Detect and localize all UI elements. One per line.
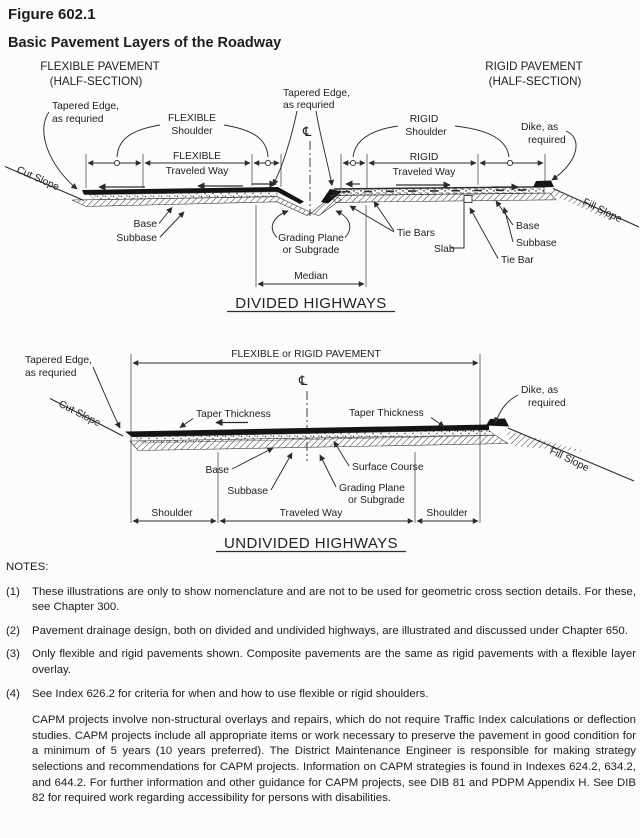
rigid-traveled-way-label-2: Traveled Way	[393, 167, 457, 178]
rigid-shoulder-label: RIGID	[410, 114, 439, 125]
dike-label: Dike, as	[521, 122, 558, 133]
notes-heading: NOTES:	[6, 561, 49, 573]
subbase-right-label: Subbase	[516, 238, 557, 249]
slab-label: Slab	[434, 244, 455, 255]
dike-label: Dike, as	[521, 385, 558, 396]
note-item-2: (2) Pavement drainage design, both on di…	[6, 624, 636, 640]
note-text: Only flexible and rigid pavements shown.…	[32, 648, 636, 676]
pavement-span-label: FLEXIBLE or RIGID PAVEMENT	[231, 349, 381, 360]
note-item-4: (4) See Index 626.2 for criteria for whe…	[6, 687, 636, 703]
dike-label-2: required	[528, 135, 566, 146]
surface-course-label: Surface Course	[352, 462, 424, 473]
tie-bar-label: Tie Bar	[501, 255, 534, 266]
grading-plane-label: Grading Plane	[339, 483, 405, 494]
note-number: (3)	[6, 648, 20, 661]
base-right-label: Base	[516, 221, 540, 232]
note-text: These illustrations are only to show nom…	[32, 585, 636, 614]
centerline-symbol: ℄	[302, 124, 312, 139]
rigid-traveled-way-label: RIGID	[410, 152, 439, 163]
flexible-pavement-header: FLEXIBLE PAVEMENT	[40, 60, 159, 73]
extension-lines	[85, 154, 546, 287]
taper-thickness-left-label: Taper Thickness	[196, 409, 271, 420]
shoulder-reference-circles	[113, 159, 514, 167]
centerline-symbol: ℄	[298, 373, 308, 388]
slope-direction-arrows	[98, 180, 519, 191]
flexible-pavement-subheader: (HALF-SECTION)	[50, 75, 143, 88]
tapered-edge-left-label: Tapered Edge,	[52, 101, 119, 112]
note-text: Pavement drainage design, both on divide…	[32, 624, 628, 637]
grading-plane-label-2: or Subgrade	[348, 495, 405, 506]
fill-slope-label: Fill Slope	[581, 197, 624, 226]
leader-lines	[43, 110, 577, 259]
tapered-edge-center-label-2: as requried	[283, 100, 335, 111]
note-number: (1)	[6, 585, 20, 598]
tapered-edge-center-label: Tapered Edge,	[283, 88, 350, 99]
taper-thickness-right-label: Taper Thickness	[349, 408, 424, 419]
note-item-3: (3) Only flexible and rigid pavements sh…	[6, 647, 636, 678]
grading-plane-label-2: or Subgrade	[283, 245, 340, 256]
tapered-edge-label-2: as requried	[25, 368, 77, 379]
tie-bar-square	[463, 195, 473, 203]
undivided-highways-title: UNDIVIDED HIGHWAYS	[224, 535, 398, 552]
rigid-pavement-section	[321, 180, 640, 228]
subbase-layer	[129, 434, 509, 451]
leader-lines	[92, 366, 519, 491]
rigid-pavement-header: RIGID PAVEMENT	[485, 60, 582, 73]
cut-slope-line	[49, 398, 124, 437]
subbase-left-label: Subbase	[116, 233, 157, 244]
notes-section: NOTES: (1) These illustrations are only …	[6, 560, 636, 807]
divided-highways-title: DIVIDED HIGHWAYS	[235, 295, 386, 312]
subbase-label: Subbase	[227, 486, 268, 497]
undivided-highways-diagram: FLEXIBLE or RIGID PAVEMENT ℄	[25, 349, 635, 553]
base-label: Base	[206, 465, 230, 476]
shoulder-left-label: Shoulder	[151, 508, 193, 519]
shoulder-right-label: Shoulder	[426, 508, 468, 519]
fill-slope-hatch	[505, 430, 588, 452]
note-text: See Index 626.2 for criteria for when an…	[32, 687, 429, 700]
flexible-pavement-section	[4, 165, 312, 216]
fill-slope-line	[507, 427, 635, 482]
tie-bar-dashes	[342, 189, 526, 193]
rigid-pavement-subheader: (HALF-SECTION)	[489, 75, 582, 88]
flexible-traveled-way-label-2: Traveled Way	[166, 166, 230, 177]
figure-title: Basic Pavement Layers of the Roadway	[8, 35, 282, 51]
flexible-traveled-way-label: FLEXIBLE	[173, 151, 221, 162]
dike-label-2: required	[528, 398, 566, 409]
undivided-pavement-section	[49, 398, 635, 482]
dike-shape	[533, 180, 554, 188]
dike-shape	[486, 418, 509, 427]
rigid-shoulder-label-2: Shoulder	[405, 127, 447, 138]
flexible-subbase-layer	[71, 196, 312, 216]
base-left-label: Base	[134, 219, 158, 230]
cut-slope-line	[4, 165, 85, 202]
tapered-edge-label: Tapered Edge,	[25, 355, 92, 366]
flexible-shoulder-label-2: Shoulder	[171, 126, 213, 137]
surface-course-layer	[125, 424, 489, 437]
traveled-way-label: Traveled Way	[280, 508, 344, 519]
divided-highways-diagram: FLEXIBLE PAVEMENT (HALF-SECTION) RIGID P…	[4, 60, 640, 313]
note-number: (2)	[6, 624, 20, 637]
fill-slope-line	[552, 187, 640, 228]
tie-bars-label: Tie Bars	[397, 228, 435, 239]
tapered-edge-left-label-2: as requried	[52, 114, 104, 125]
cut-slope-label: Cut Slope	[15, 165, 61, 194]
capm-paragraph: CAPM projects involve non-structural ove…	[32, 714, 636, 805]
note-item-1: (1) These illustrations are only to show…	[6, 585, 636, 616]
fill-slope-hatch	[549, 189, 614, 221]
grading-plane-label: Grading Plane	[278, 233, 344, 244]
flexible-surface-layer	[82, 187, 304, 204]
rigid-subbase-layer	[329, 192, 557, 203]
figure-number: Figure 602.1	[8, 6, 96, 23]
note-number: (4)	[6, 687, 20, 700]
flexible-shoulder-label: FLEXIBLE	[168, 113, 216, 124]
cut-slope-label: Cut Slope	[57, 399, 103, 429]
median-label: Median	[294, 271, 328, 282]
